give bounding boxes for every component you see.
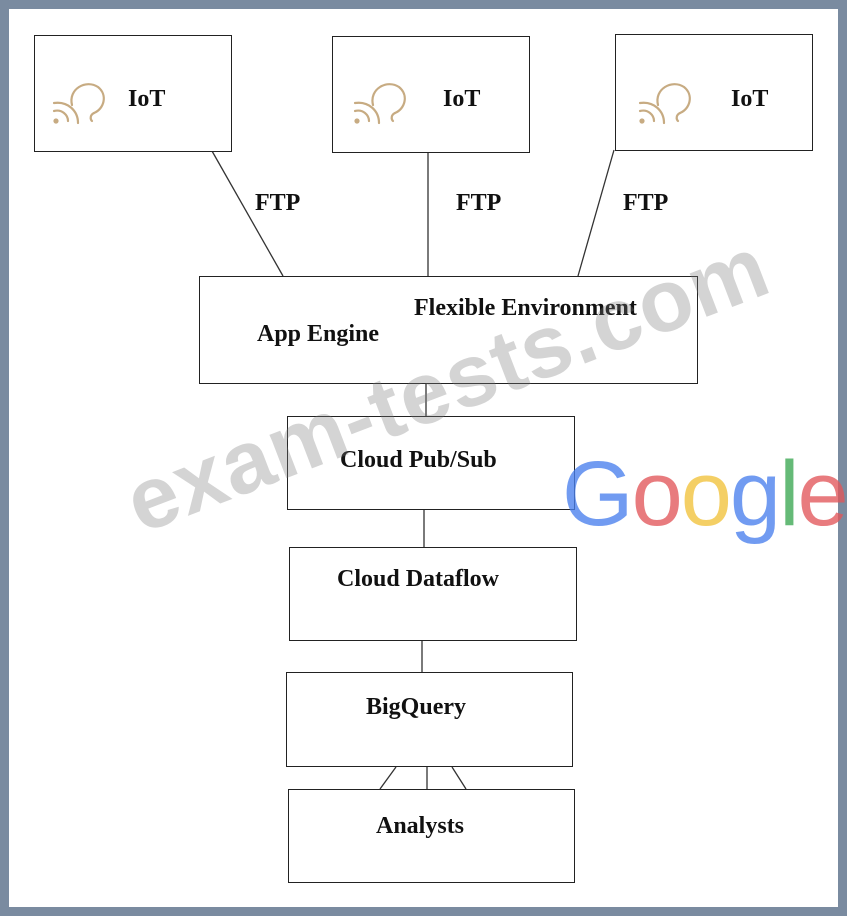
pubsub-box [287, 416, 575, 510]
analysts-label: Analysts [376, 813, 465, 839]
google-logo-letter: G [562, 443, 634, 545]
iot-box-3 [615, 34, 813, 151]
edge-iot1-appengine [211, 150, 284, 277]
app-engine-box [199, 276, 698, 384]
ftp-label-1: FTP [255, 190, 301, 216]
edge-bigquery-analysts-left [379, 766, 397, 790]
bigquery-box [286, 672, 573, 767]
iot-signal-icon [638, 83, 691, 125]
ftp-label-2: FTP [456, 190, 502, 216]
iot-box-2 [332, 36, 530, 153]
bigquery-label: BigQuery [366, 694, 466, 720]
analysts-box [288, 789, 575, 883]
iot-box-1 [34, 35, 232, 152]
iot-label-2: IoT [443, 86, 481, 112]
dataflow-box [289, 547, 577, 641]
dataflow-label: Cloud Dataflow [337, 566, 500, 592]
iot-label-1: IoT [128, 86, 166, 112]
google-logo-letter: g [729, 443, 781, 545]
app-engine-label: App Engine [257, 321, 380, 347]
google-logo-letter: o [680, 443, 732, 545]
flexible-environment-label: Flexible Environment [414, 295, 637, 321]
edge-iot3-appengine [577, 149, 615, 277]
google-logo-letter: e [797, 443, 847, 545]
iot-label-3: IoT [731, 86, 769, 112]
pubsub-label: Cloud Pub/Sub [340, 447, 497, 473]
ftp-label-3: FTP [623, 190, 669, 216]
google-logo-letter: l [779, 443, 800, 545]
google-logo-letter: o [631, 443, 683, 545]
google-logo: Google [562, 442, 847, 547]
edge-bigquery-analysts-right [451, 766, 467, 790]
iot-signal-icon [353, 83, 406, 125]
iot-signal-icon [52, 83, 105, 125]
